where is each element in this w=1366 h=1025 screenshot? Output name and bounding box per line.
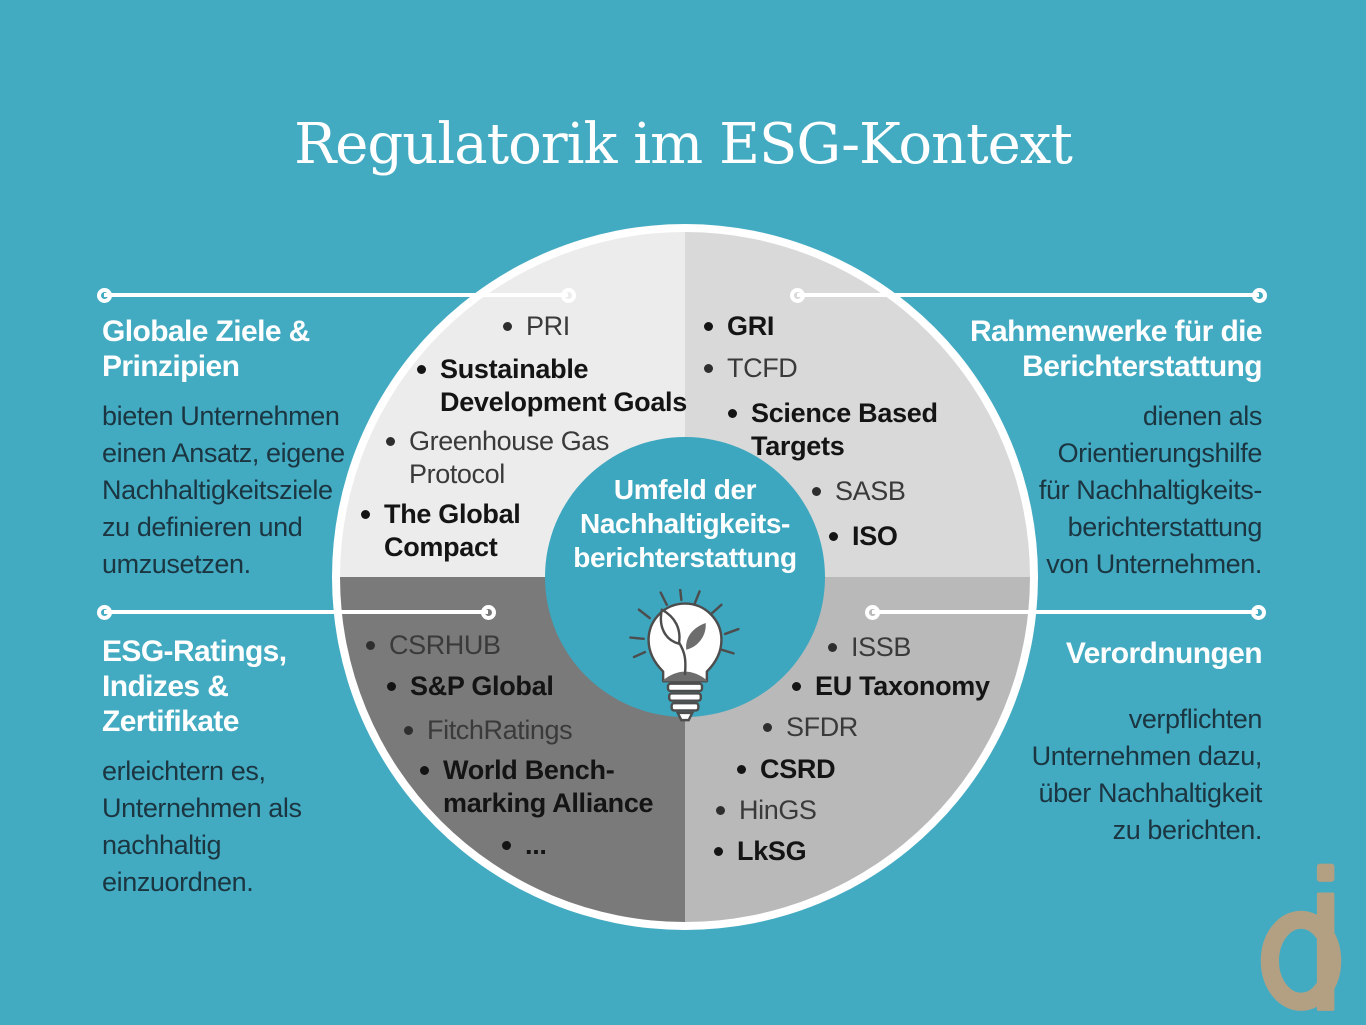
connector-line-top-left xyxy=(104,293,568,297)
center-circle: Umfeld der Nachhaltigkeits- berichtersta… xyxy=(545,437,825,722)
wheel: PRI Sustainable Development Goals Greenh… xyxy=(332,224,1038,930)
list-item: SASB xyxy=(812,475,906,508)
list-item: ISO xyxy=(829,520,898,553)
bullet-icon xyxy=(704,364,713,373)
list-item: FitchRatings xyxy=(404,714,573,747)
section-regulations: Verordnungen verpflichten Unternehmen da… xyxy=(962,636,1263,849)
list-item: Greenhouse Gas Protocol xyxy=(386,425,609,491)
section-heading: ESG-Ratings, Indizes & Zertifikate xyxy=(102,635,287,738)
connector-ring xyxy=(865,605,880,620)
list-item: World Bench- marking Alliance xyxy=(420,754,654,820)
bullet-icon xyxy=(828,643,837,652)
list-item: S&P Global xyxy=(387,670,554,703)
bullet-icon xyxy=(829,532,838,541)
section-heading: Globale Ziele & Prinzipien xyxy=(102,315,310,383)
connector-line-bottom-right xyxy=(872,610,1258,614)
section-heading: Verordnungen xyxy=(1065,637,1263,670)
bullet-icon xyxy=(420,766,429,775)
section-body: verpflichten Unternehmen dazu, über Nach… xyxy=(1031,704,1263,845)
section-global-goals: Globale Ziele & Prinzipien bieten Untern… xyxy=(102,314,402,583)
bullet-icon xyxy=(737,765,746,774)
section-body: dienen als Orientierungshilfe für Nachha… xyxy=(1038,401,1263,579)
list-item: The Global Compact xyxy=(361,498,521,564)
list-item: EU Taxonomy xyxy=(792,670,990,703)
bullet-icon xyxy=(704,322,713,331)
section-frameworks: Rahmenwerke für die Berichterstattung di… xyxy=(952,314,1263,583)
bullet-icon xyxy=(404,726,413,735)
bullet-icon xyxy=(361,510,370,519)
bullet-icon xyxy=(812,487,821,496)
center-title: Umfeld der Nachhaltigkeits- berichtersta… xyxy=(573,474,797,573)
connector-ring xyxy=(1252,288,1267,303)
bullet-icon xyxy=(716,806,725,815)
bullet-icon xyxy=(417,365,426,374)
connector-ring xyxy=(481,605,496,620)
list-item: PRI xyxy=(503,310,570,343)
wheel-quadrants: PRI Sustainable Development Goals Greenh… xyxy=(340,232,1030,922)
connector-ring xyxy=(97,288,112,303)
bullet-icon xyxy=(502,841,511,850)
list-item: GRI xyxy=(704,310,774,343)
section-body: bieten Unternehmen einen Ansatz, eigene … xyxy=(102,401,345,579)
list-item: ISSB xyxy=(828,631,911,664)
section-esg-ratings: ESG-Ratings, Indizes & Zertifikate erlei… xyxy=(102,634,382,901)
lightbulb-icon xyxy=(629,589,740,722)
brand-logo-d-icon xyxy=(1260,863,1342,1011)
list-item: ... xyxy=(502,829,547,862)
connector-ring xyxy=(97,605,112,620)
bullet-icon xyxy=(387,682,396,691)
page-title: Regulatorik im ESG-Kontext xyxy=(294,112,1073,177)
list-item: HinGS xyxy=(716,794,817,827)
list-item: SFDR xyxy=(763,711,858,744)
section-body: erleichtern es, Unternehmen als nachhalt… xyxy=(102,756,302,897)
bullet-icon xyxy=(714,847,723,856)
list-item: LkSG xyxy=(714,835,807,868)
bullet-icon xyxy=(386,437,395,446)
connector-ring xyxy=(790,288,805,303)
list-item: Sustainable Development Goals xyxy=(417,353,687,419)
bullet-icon xyxy=(503,322,512,331)
bullet-icon xyxy=(728,409,737,418)
bullet-icon xyxy=(763,723,772,732)
connector-ring xyxy=(1251,605,1266,620)
connector-line-bottom-left xyxy=(104,610,488,614)
connector-line-top-right xyxy=(797,293,1259,297)
list-item: Science Based Targets xyxy=(728,397,938,463)
bullet-icon xyxy=(366,641,375,650)
connector-ring xyxy=(561,288,576,303)
list-item: CSRHUB xyxy=(366,629,501,662)
section-heading: Rahmenwerke für die Berichterstattung xyxy=(969,315,1263,383)
list-item: CSRD xyxy=(737,753,836,786)
list-item: TCFD xyxy=(704,352,798,385)
bullet-icon xyxy=(792,682,801,691)
